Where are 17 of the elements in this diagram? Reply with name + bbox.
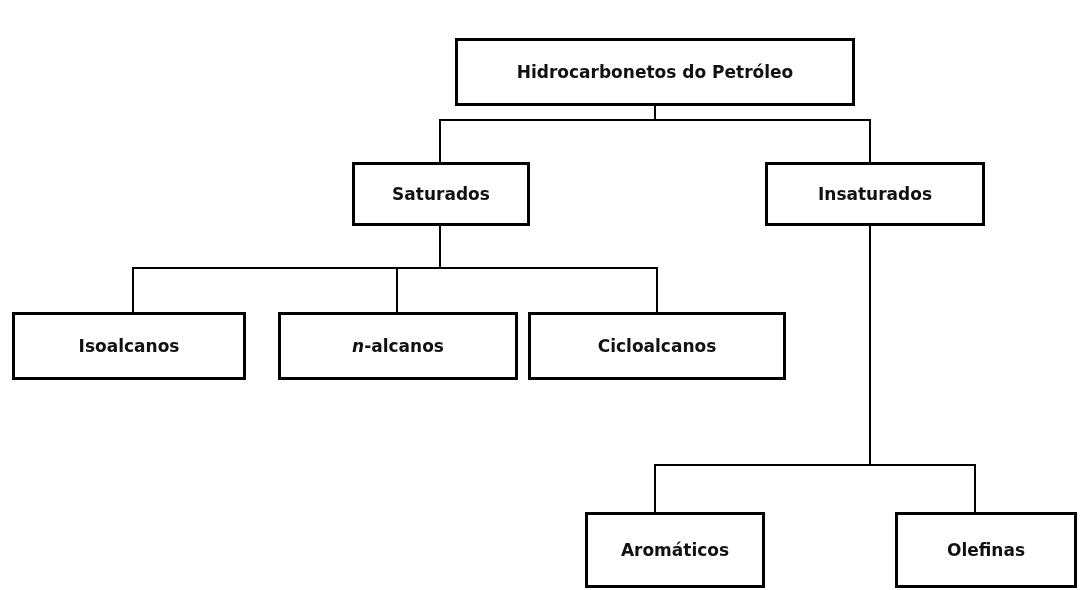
category-box — [455, 38, 855, 106]
category-label: Isoalcanos — [78, 336, 180, 356]
category-label: Saturados — [392, 184, 490, 204]
category-label: Insaturados — [817, 184, 933, 204]
category-label: Aromáticos — [620, 540, 730, 560]
category-box — [12, 312, 246, 380]
category-box — [352, 162, 530, 226]
category-box — [895, 512, 1077, 588]
category-label: Olefinas — [946, 540, 1026, 560]
category-box — [528, 312, 786, 380]
category-box — [765, 162, 985, 226]
category-box — [585, 512, 765, 588]
category-label: Cicloalcanos — [597, 336, 717, 356]
category-box — [278, 312, 518, 380]
connector-line — [439, 225, 658, 313]
category-label: n-alcanos — [352, 336, 444, 356]
category-label: Hidrocarbonetos do Petróleo — [516, 62, 794, 82]
